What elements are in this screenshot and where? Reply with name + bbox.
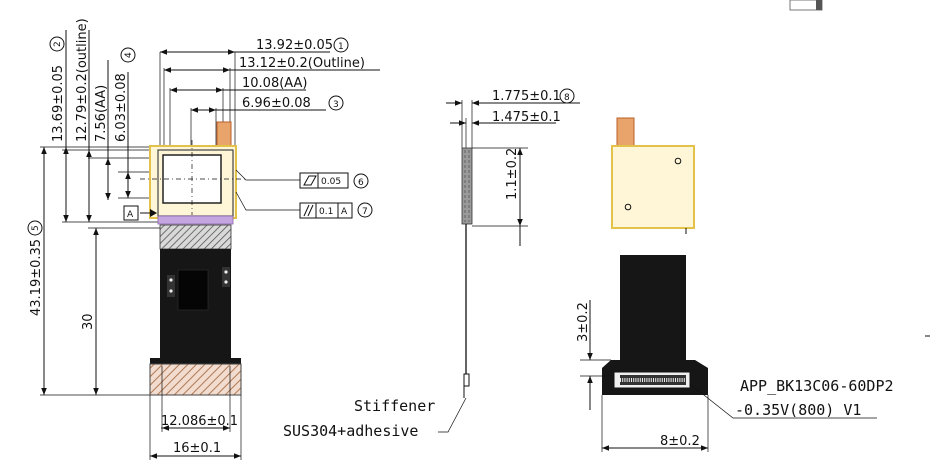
datum-label: A (127, 210, 134, 220)
balloon-5: 5 (31, 225, 41, 231)
dim-width-aa: 10.08(AA) (242, 76, 308, 91)
flatness-icon (303, 175, 317, 186)
parallel-icon (303, 204, 310, 217)
dim-height-outline: 12.79±0.2(outline) (75, 18, 90, 142)
dim-thickness-total: 1.775±0.1 (492, 89, 561, 104)
side-dim-texts: 1.775±0.1 8 1.475±0.1 1.1±0.2 (492, 88, 575, 200)
connector-pins (620, 375, 686, 385)
dim-bottom-width: 16±0.1 (173, 441, 221, 456)
parallel-datum: A (341, 207, 348, 217)
dim-height-inner: 6.03±0.08 (114, 73, 129, 142)
balloon-8: 8 (564, 93, 570, 103)
back-dim-texts: 3±0.2 8±0.2 (576, 302, 700, 449)
balloon-2: 2 (53, 41, 63, 47)
stiffener-material: SUS304+adhesive (283, 422, 418, 440)
dim-flex-length: 30 (81, 313, 96, 330)
dim-width-panel: 13.92±0.05 (256, 38, 333, 53)
parallel-value: 0.1 (319, 207, 333, 217)
balloon-1: 1 (338, 42, 344, 52)
dim-width-inner: 6.96±0.08 (242, 96, 311, 111)
dim-side-height: 1.1±0.2 (505, 148, 520, 200)
dim-conn-width: 8±0.2 (660, 434, 700, 449)
connector-part-number: APP_BK13C06-60DP2 (740, 377, 894, 395)
balloon-6: 6 (358, 178, 364, 188)
balloon-4: 4 (124, 52, 134, 58)
back-view (580, 0, 930, 452)
front-dim-texts: 13.92±0.05 1 13.12±0.2(Outline) 10.08(AA… (27, 18, 365, 456)
datum-box: A (123, 205, 139, 221)
dim-connector-width: 12.086±0.1 (161, 414, 238, 429)
connector-note: APP_BK13C06-60DP2 -0.35V(800) V1 (735, 377, 894, 419)
dim-height-panel: 13.69±0.05 (51, 65, 66, 142)
balloon-3: 3 (333, 100, 339, 110)
dim-width-outline: 13.12±0.2(Outline) (239, 56, 365, 71)
dim-height-aa: 7.56(AA) (94, 85, 109, 142)
flatness-frame: 0.05 6 (299, 172, 369, 189)
dim-conn-offset: 3±0.2 (576, 302, 591, 342)
flatness-value: 0.05 (321, 177, 341, 187)
front-view (40, 30, 380, 460)
balloon-7: 7 (362, 207, 368, 217)
dim-total-height: 43.19±0.35 (29, 239, 44, 316)
side-view (438, 100, 580, 433)
connector-spec: -0.35V(800) V1 (735, 401, 861, 419)
parallel-frame: 0.1 A 7 (299, 202, 373, 219)
stiffener-note: Stiffener SUS304+adhesive (283, 397, 435, 440)
dim-thickness-panel: 1.475±0.1 (492, 110, 561, 125)
stiffener-label: Stiffener (354, 397, 435, 415)
